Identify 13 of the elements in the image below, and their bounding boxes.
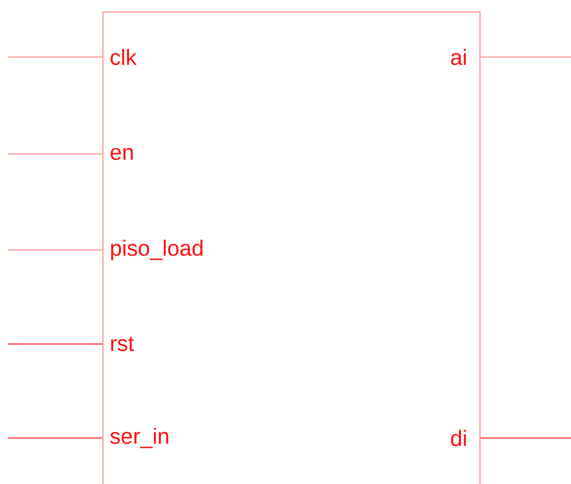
- pin-label: clk: [110, 48, 137, 66]
- pin-label: rst: [111, 336, 134, 352]
- block-box: [102, 12, 480, 484]
- pin-line: [480, 56, 571, 58]
- pin-line: [8, 56, 103, 58]
- pin-line: [8, 437, 103, 438]
- pin-label: en: [110, 148, 133, 160]
- pin-label: ser_in: [110, 428, 168, 448]
- pin-line: [8, 343, 103, 344]
- pin-label: di: [451, 430, 466, 446]
- pin-label: ai: [451, 48, 466, 66]
- pin-line: [480, 437, 571, 438]
- pin-label: piso_load: [111, 240, 202, 260]
